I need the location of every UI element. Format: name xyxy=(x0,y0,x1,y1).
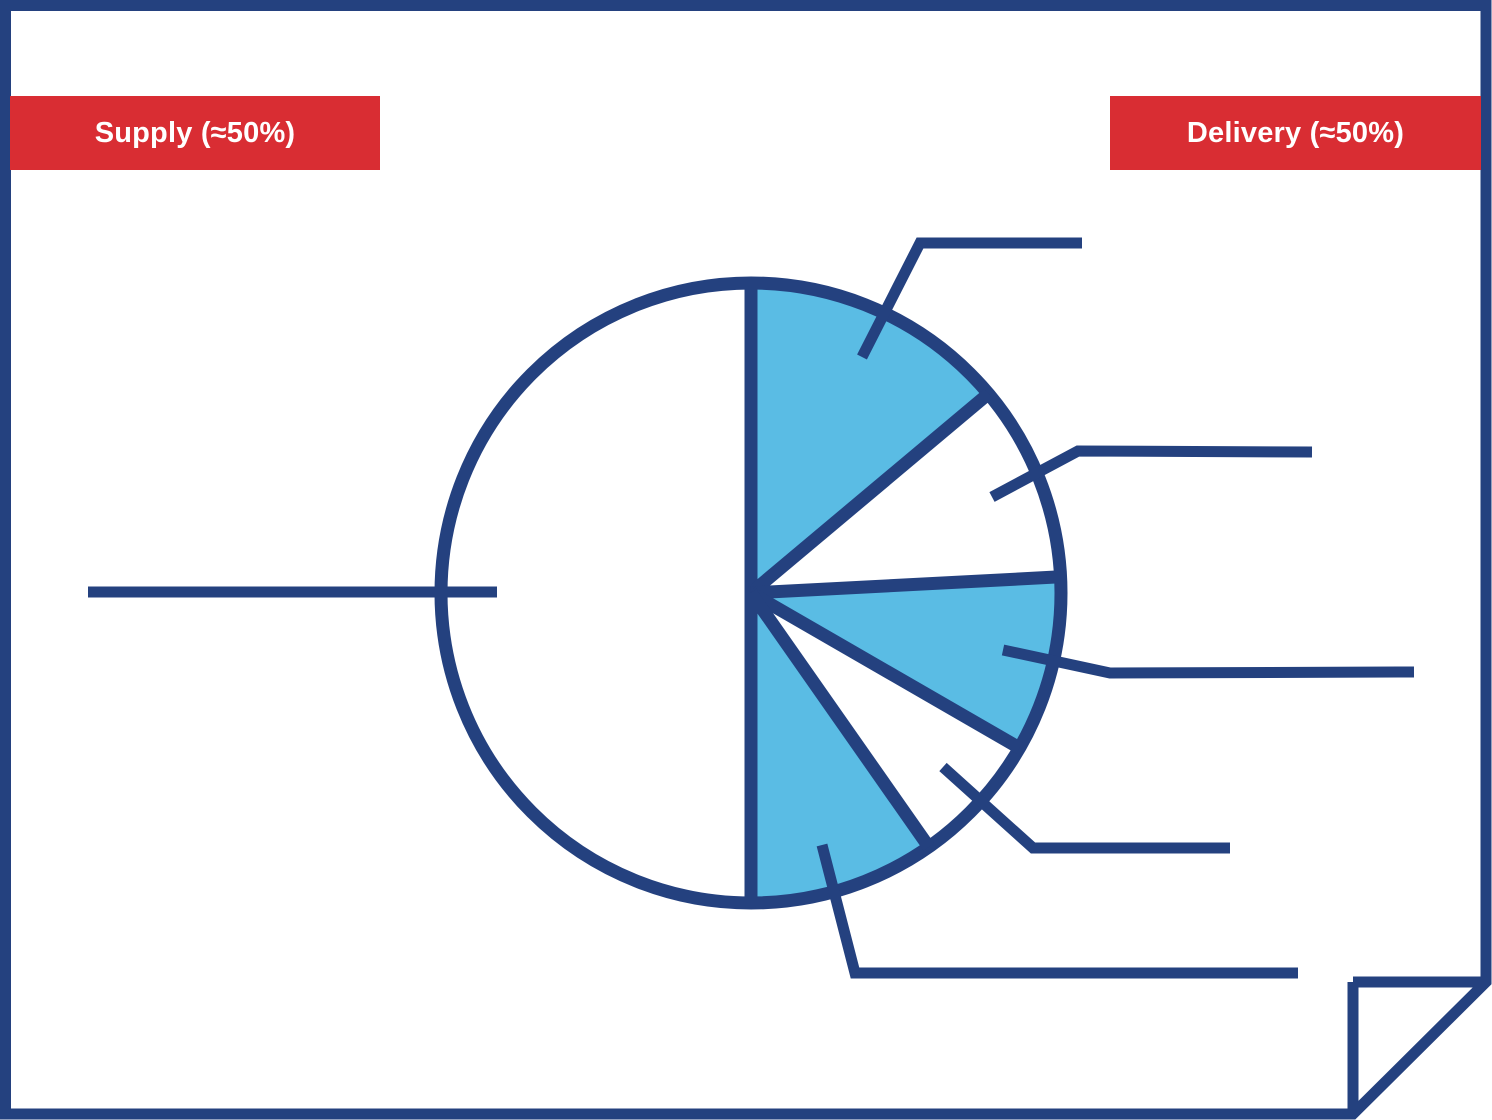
pie-slice-delivery-4 xyxy=(751,593,1020,847)
delivery-header-box: Delivery (≈50%) xyxy=(1110,96,1481,170)
callout-line-delivery-1 xyxy=(857,237,1082,360)
pie-slice-delivery-2 xyxy=(751,393,1061,593)
pie-slice-delivery-5 xyxy=(751,593,929,903)
callout-line-delivery-4 xyxy=(939,762,1230,854)
pie-divider-145deg xyxy=(745,589,935,851)
supply-header-label: Supply (≈50%) xyxy=(94,116,296,149)
callout-line-delivery-3 xyxy=(1001,644,1415,679)
supply-header-box: Supply (≈50%) xyxy=(10,96,380,170)
callout-line-delivery-2 xyxy=(989,445,1313,502)
pie-divider-50deg xyxy=(746,388,993,598)
delivery-header-label: Delivery (≈50%) xyxy=(1186,116,1405,149)
pie-slice-delivery-1 xyxy=(751,283,989,593)
pie-divider-120deg xyxy=(747,587,1023,754)
pie-slice-supply-half xyxy=(441,283,751,903)
callout-line-delivery-5 xyxy=(816,843,1298,979)
pie-divider-87deg xyxy=(750,570,1061,600)
pie-slice-delivery-3 xyxy=(751,576,1062,748)
